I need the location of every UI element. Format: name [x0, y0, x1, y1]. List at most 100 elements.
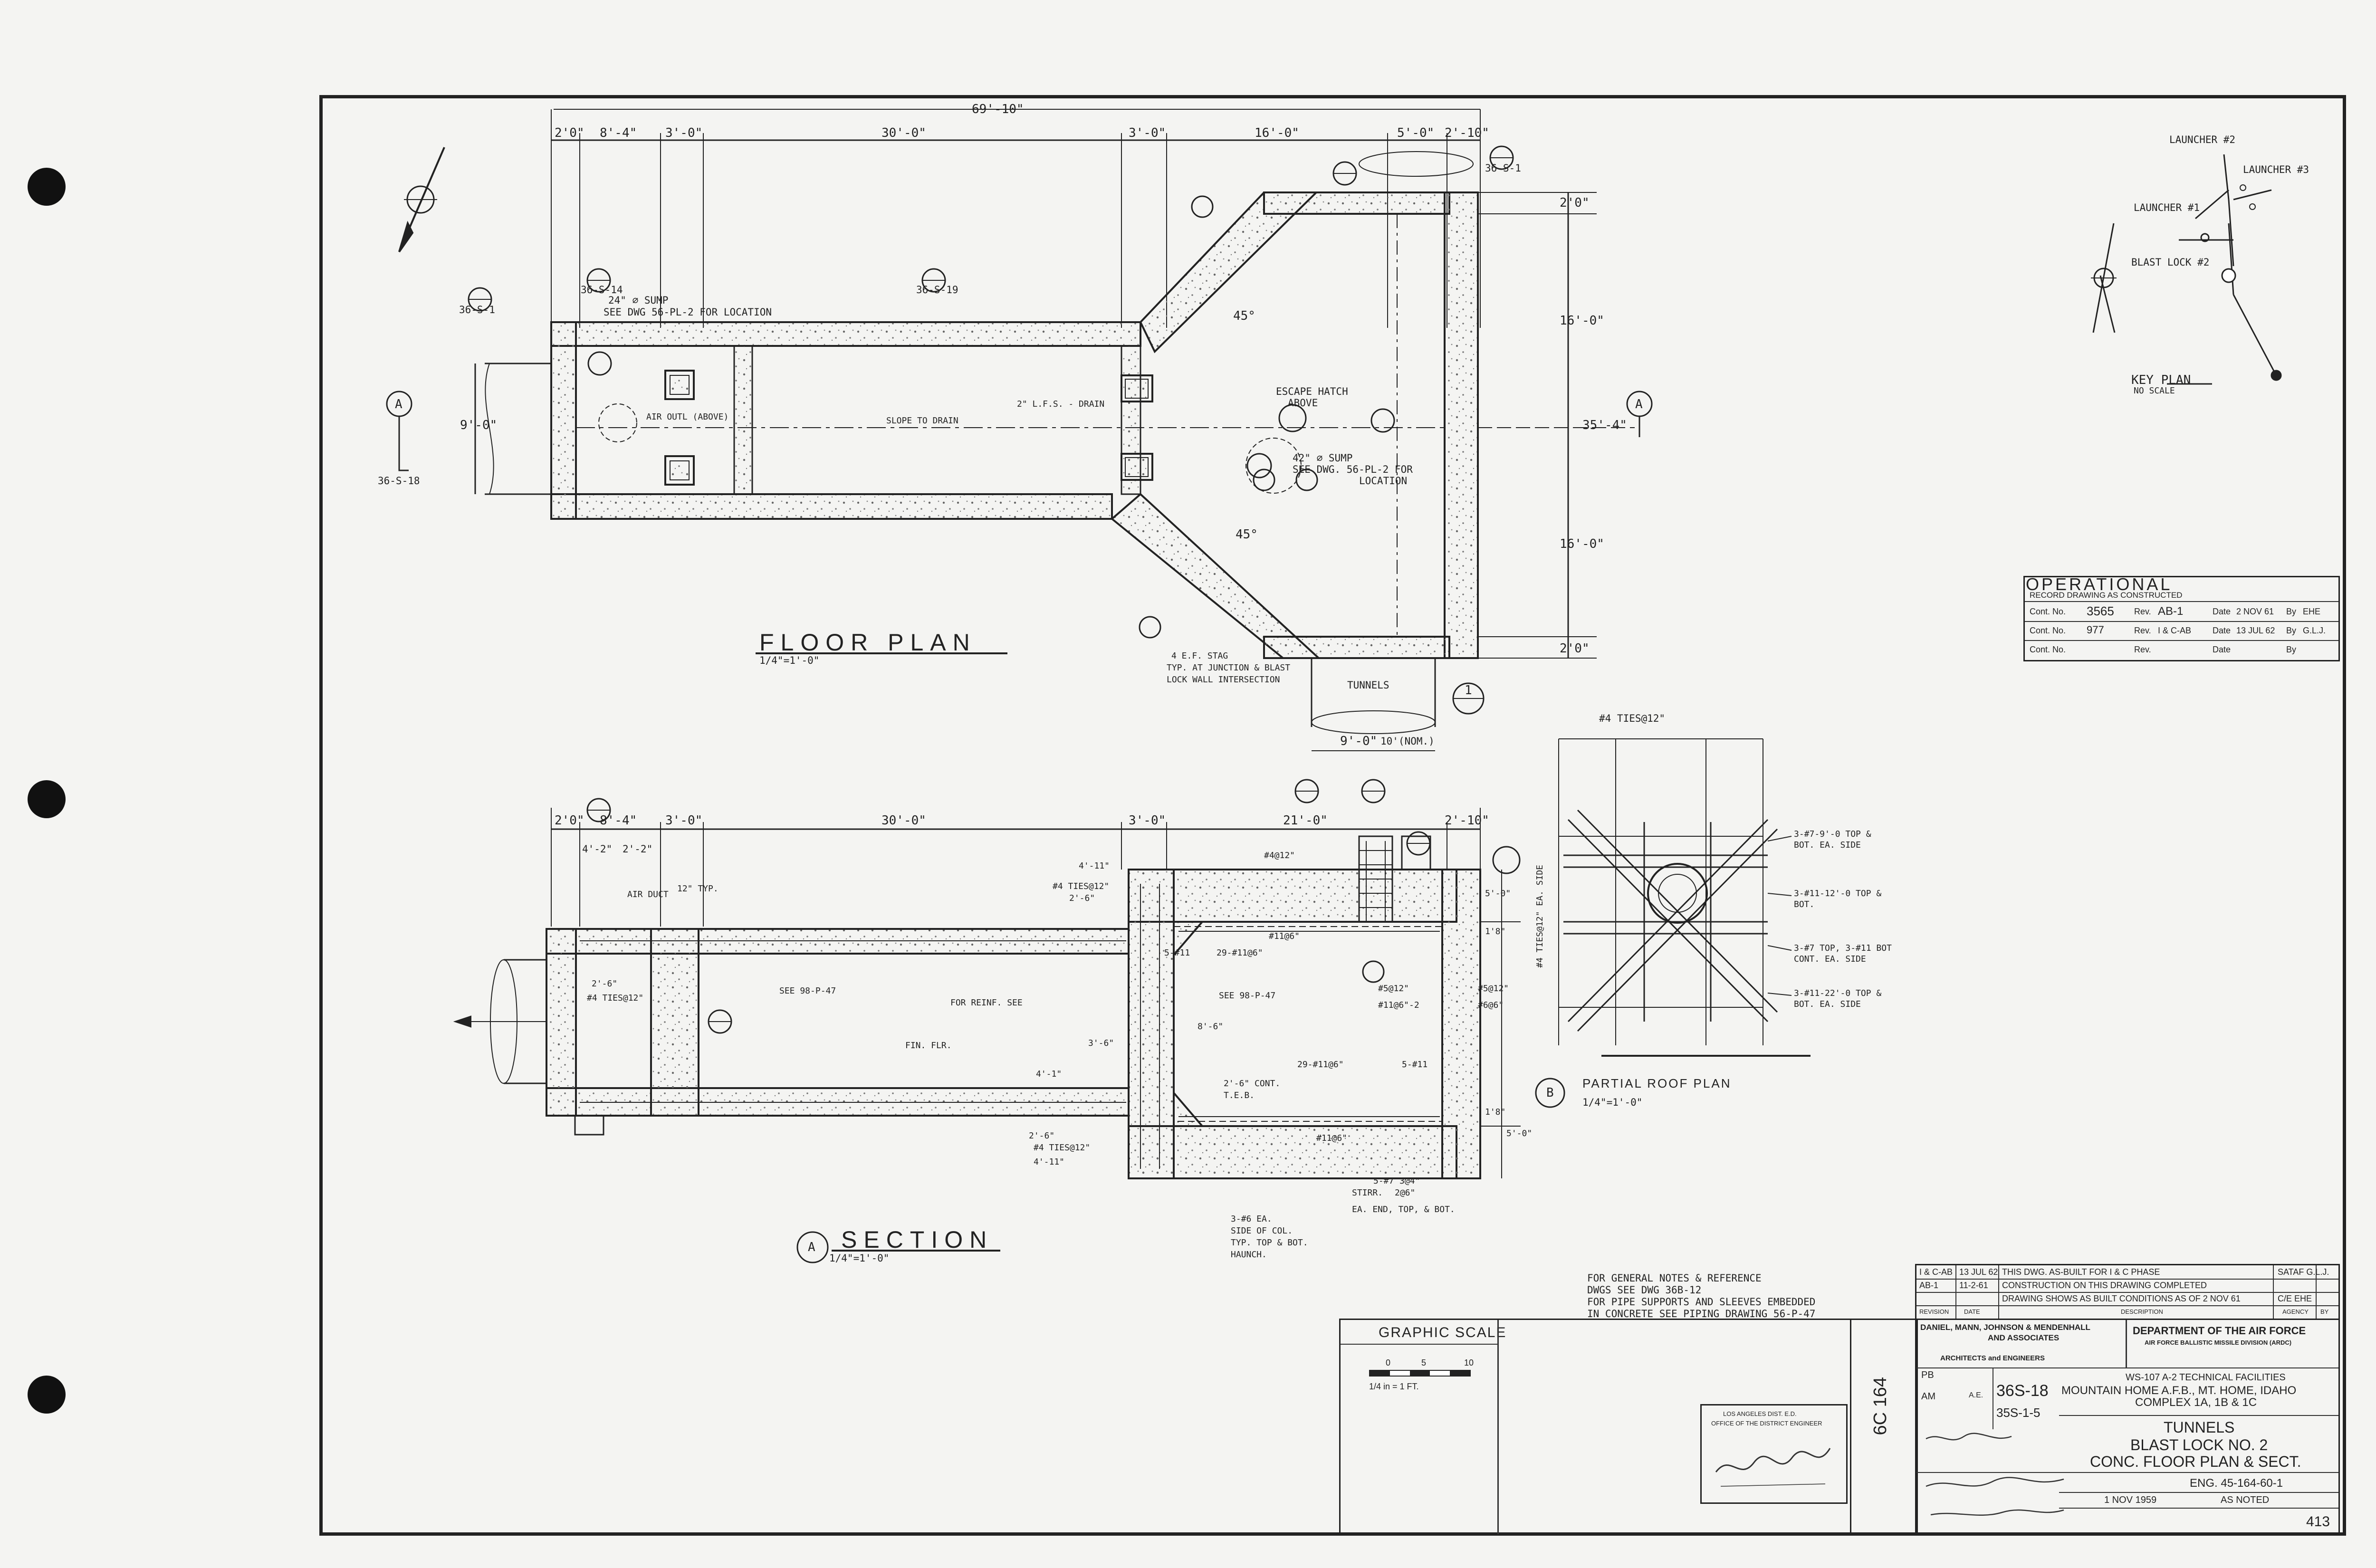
op-row2-by-label: By [2286, 626, 2297, 635]
sec-ties-1: #4 TIES@12" [587, 993, 644, 1003]
sec-col-3: TYP. TOP & BOT. [1231, 1238, 1308, 1248]
sec-n4712: #4@12" [1264, 851, 1295, 860]
approval-stamp: LOS ANGELES DIST. E.D. OFFICE OF THE DIS… [1700, 1404, 1848, 1504]
fp-dim-6: 16'-0" [1255, 126, 1299, 140]
sec-n11at6: #11@6" [1316, 1133, 1348, 1143]
tb-sub-no: 35S-1-5 [1996, 1405, 2041, 1420]
tb-date: 1 NOV 1959 [2104, 1495, 2157, 1505]
tb-dept: DEPARTMENT OF THE AIR FORCE [2133, 1325, 2306, 1337]
roof-ties-side: #4 TIES@12" EA. SIDE [1535, 865, 1545, 968]
roof-note-3b: CONT. EA. SIDE [1794, 954, 1866, 964]
sec-stirr: STIRR. [1352, 1188, 1383, 1198]
op-row3-date-label: Date [2213, 645, 2231, 654]
drawing-border [319, 95, 2346, 1536]
sec-n5-11: 5-#11 [1164, 948, 1190, 958]
roof-note-2b: BOT. [1794, 899, 1815, 909]
fp-cut-a-left: A [395, 397, 402, 411]
fp-escape-2: ABOVE [1288, 397, 1318, 409]
section-letter: A [808, 1240, 815, 1254]
sec-n36: 3'-6" [1088, 1038, 1114, 1048]
sec-n42: 4'-2" [582, 843, 613, 855]
key-plan-launcher-3: LAUNCHER #3 [2243, 164, 2309, 175]
fp-right-20a: 2'0" [1560, 196, 1590, 210]
sec-ties-2: 2'-6" [592, 979, 618, 989]
sec-n304: 3@4" [1399, 1176, 1420, 1186]
roof-note-1a: 3-#7-9'-0 TOP & [1794, 829, 1871, 839]
fp-slope: SLOPE TO DRAIN [886, 416, 958, 426]
sec-n-ties: #4 TIES@12" [1053, 881, 1110, 891]
op-row1-label: Cont. No. [2030, 607, 2066, 616]
rev-row1-date: 13 JUL 62 [1959, 1267, 1998, 1277]
tb-initials-a: AM [1921, 1391, 1935, 1402]
fp-ef-stag-1: 4 E.F. STAG [1171, 651, 1228, 661]
fp-right-16a: 16'-0" [1560, 314, 1604, 328]
sec-n2at6: 2@6" [1395, 1188, 1416, 1198]
rev-hdr-revision: REVISION [1919, 1308, 1949, 1315]
key-plan-launcher-1: LAUNCHER #1 [2134, 202, 2200, 213]
rev-hdr-date: DATE [1964, 1308, 1980, 1315]
fp-angle-b: 45° [1236, 527, 1258, 542]
tb-div: AIR FORCE BALLISTIC MISSILE DIVISION (AR… [2145, 1339, 2292, 1346]
key-plan-launcher-2: LAUNCHER #2 [2169, 134, 2236, 145]
sec-dim-5: 3'-0" [1129, 813, 1166, 828]
op-row1-date-label: Date [2213, 607, 2231, 616]
graphic-scale-unit: 1/4 in = 1 FT. [1369, 1382, 1419, 1391]
fp-ref-sht-1: 36-S-1 [459, 304, 495, 316]
stamp-line-1: LOS ANGELES DIST. E.D. [1723, 1410, 1797, 1417]
fp-sump2-3: LOCATION [1359, 475, 1408, 487]
sec-n29b: 29-#11@6" [1297, 1060, 1344, 1070]
notes-line-3: FOR PIPE SUPPORTS AND SLEEVES EMBEDDED [1587, 1296, 1816, 1308]
section-scale: 1/4"=1'-0" [829, 1252, 890, 1264]
roof-note-4a: 3-#11-22'-0 TOP & [1794, 988, 1882, 998]
op-row3-by-label: By [2286, 645, 2297, 654]
stamp-line-2: OFFICE OF THE DISTRICT ENGINEER [1711, 1420, 1822, 1427]
revisions-block: I & C-AB 13 JUL 62 THIS DWG. AS-BUILT FO… [1915, 1264, 2340, 1320]
sec-ea-end: EA. END, TOP, & BOT. [1352, 1205, 1455, 1214]
graphic-scale-tick-10: 10 [1464, 1358, 1474, 1367]
roof-plan-scale: 1/4"=1'-0" [1582, 1097, 1643, 1108]
floor-plan-scale: 1/4"=1'-0" [759, 655, 820, 666]
key-plan-blast-lock: BLAST LOCK #2 [2131, 257, 2210, 268]
operational-title: OPERATIONAL [2026, 574, 2173, 594]
rev-row1-desc: THIS DWG. AS-BUILT FOR I & C PHASE [2002, 1267, 2160, 1277]
sec-n11-6: #11@6"-2 [1378, 1000, 1419, 1010]
fp-escape-1: ESCAPE HATCH [1276, 386, 1348, 397]
op-row1-no: 3565 [2087, 604, 2114, 618]
stamp-signature [1715, 1448, 1831, 1487]
sec-n1106: #11@6" [1269, 931, 1300, 941]
graphic-scale-tick-5: 5 [1421, 1358, 1427, 1367]
op-row2-date: 13 JUL 62 [2236, 626, 2275, 635]
roof-note-2a: 3-#11-12'-0 TOP & [1794, 889, 1882, 899]
roof-plan-title: PARTIAL ROOF PLAN [1582, 1076, 1732, 1090]
sec-air-duct: AIR DUCT [627, 889, 669, 899]
fp-cut-a-right: A [1635, 397, 1643, 411]
rev-row1-by: SATAF G.L.J. [2278, 1267, 2329, 1277]
sec-n50b: 5'-0" [1506, 1128, 1533, 1138]
sec-n4-11: 4'-11" [1034, 1157, 1065, 1167]
sec-fin-flr: FIN. FLR. [905, 1041, 952, 1051]
sec-n18b: 1'8" [1485, 1107, 1506, 1117]
op-row2-label: Cont. No. [2030, 626, 2066, 635]
sec-see-98: SEE 98-P-47 [779, 986, 836, 996]
tb-pb: PB [1921, 1370, 1934, 1380]
sec-n5at12: #5@12" [1378, 984, 1409, 994]
fp-ref-sht-14: 36-S-14 [581, 284, 623, 296]
fp-ref-sht-18: 36-S-18 [378, 475, 420, 487]
tb-firm-1: DANIEL, MANN, JOHNSON & MENDENHALL [1920, 1323, 2090, 1332]
op-row1-by-label: By [2286, 607, 2297, 616]
op-row1-by: EHE [2303, 607, 2321, 616]
vertical-id-column: 6C 164 [1850, 1319, 1917, 1536]
rev-row2-desc: CONSTRUCTION ON THIS DRAWING COMPLETED [2002, 1281, 2207, 1290]
sec-dim-4: 30'-0" [881, 813, 926, 828]
section-drawing [453, 779, 1521, 1179]
rev-hdr-by: BY [2320, 1308, 2329, 1315]
rev-row1-rev: I & C-AB [1919, 1267, 1953, 1277]
fp-tunnels: TUNNELS [1347, 679, 1389, 691]
op-row2-no: 977 [2087, 624, 2104, 636]
sec-dim-3: 3'-0" [665, 813, 703, 828]
floor-plan-title: FLOOR PLAN [759, 629, 977, 656]
fp-dim-5: 3'-0" [1129, 126, 1166, 140]
section-title: SECTION [841, 1226, 994, 1253]
sec-n26: 2'-6" [1029, 1131, 1055, 1141]
